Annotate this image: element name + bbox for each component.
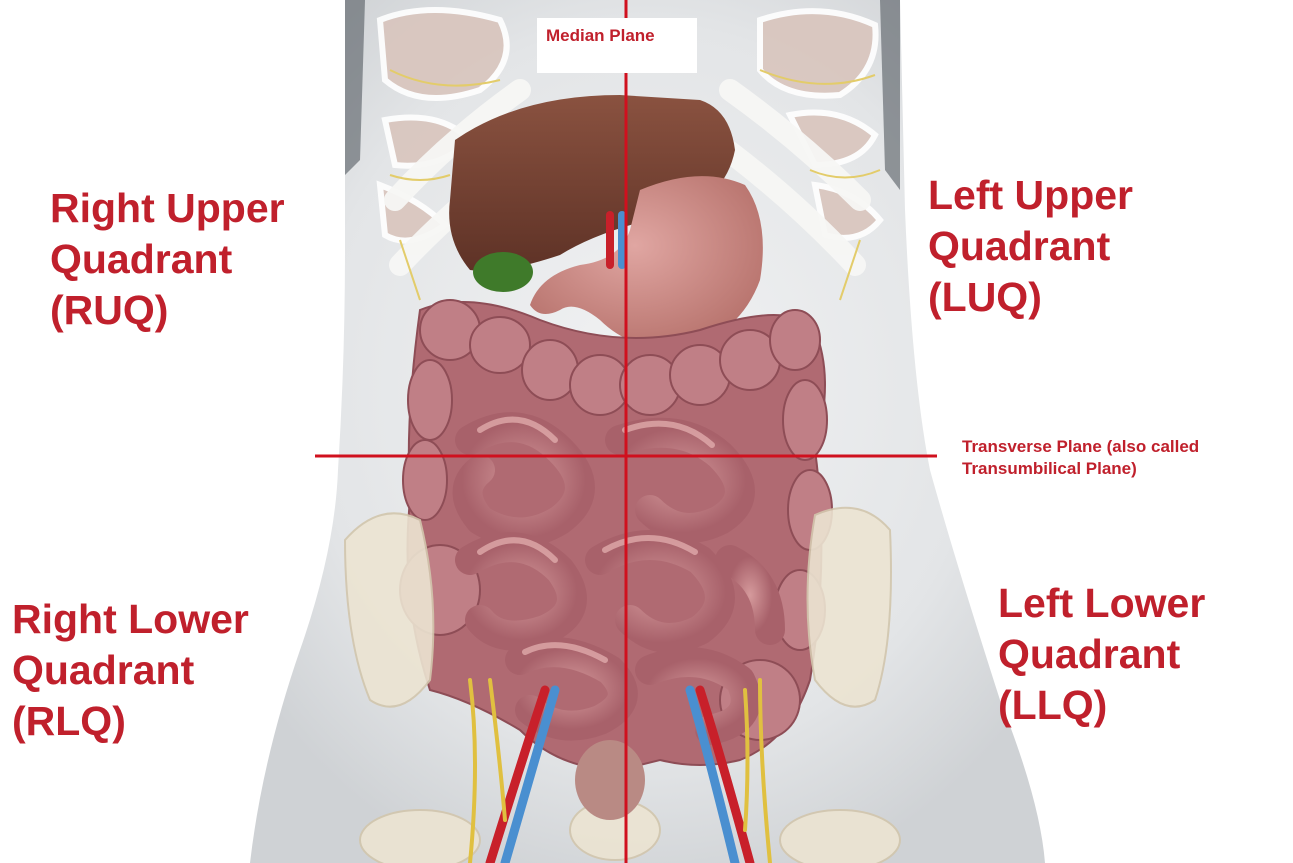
llq-line3: (LLQ) bbox=[998, 680, 1205, 731]
rlq-line1: Right Lower bbox=[12, 594, 249, 645]
transverse-plane-label-line2: Transumbilical Plane) bbox=[962, 458, 1199, 480]
ruq-line3: (RUQ) bbox=[50, 285, 285, 336]
transverse-plane-label-line1: Transverse Plane (also called bbox=[962, 436, 1199, 458]
luq-line1: Left Upper bbox=[928, 170, 1133, 221]
ruq-line1: Right Upper bbox=[50, 183, 285, 234]
luq-line2: Quadrant bbox=[928, 221, 1133, 272]
median-plane-label: Median Plane bbox=[537, 18, 697, 73]
left-upper-quadrant-label: Left Upper Quadrant (LUQ) bbox=[928, 170, 1133, 323]
rlq-line3: (RLQ) bbox=[12, 696, 249, 747]
luq-line3: (LUQ) bbox=[928, 272, 1133, 323]
ruq-line2: Quadrant bbox=[50, 234, 285, 285]
right-lower-quadrant-label: Right Lower Quadrant (RLQ) bbox=[12, 594, 249, 747]
gallbladder bbox=[473, 252, 533, 292]
llq-line1: Left Lower bbox=[998, 578, 1205, 629]
llq-line2: Quadrant bbox=[998, 629, 1205, 680]
transverse-plane-label: Transverse Plane (also called Transumbil… bbox=[962, 436, 1199, 480]
rlq-line2: Quadrant bbox=[12, 645, 249, 696]
right-upper-quadrant-label: Right Upper Quadrant (RUQ) bbox=[50, 183, 285, 336]
bladder bbox=[575, 740, 645, 820]
left-lower-quadrant-label: Left Lower Quadrant (LLQ) bbox=[998, 578, 1205, 731]
